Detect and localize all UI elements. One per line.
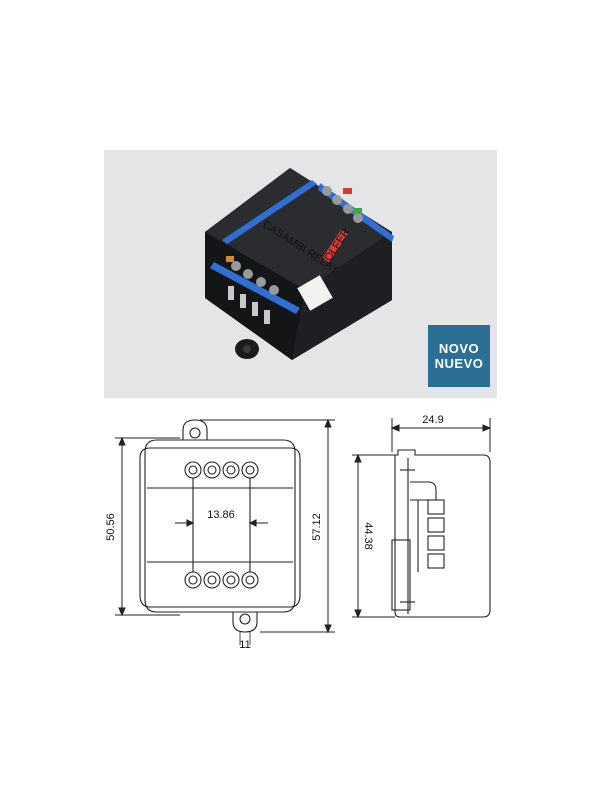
badge-line-1: NOVO — [438, 341, 480, 356]
side-view-drawing — [391, 449, 491, 618]
dim-hole-label: 11 — [239, 639, 250, 651]
dim-inner-width-label: 13.86 — [207, 509, 235, 521]
dim-side-height-label: 44.38 — [362, 522, 374, 550]
dim-hole — [239, 632, 251, 645]
dim-right-height-label: 57.12 — [311, 513, 323, 541]
dim-top-depth-label: 24.9 — [422, 414, 443, 426]
dim-side-height — [352, 453, 395, 619]
dim-left-height-label: 50.56 — [105, 513, 117, 541]
new-badge: NOVO NUEVO — [428, 325, 490, 387]
product-photo — [205, 168, 394, 360]
front-view-drawing — [139, 419, 301, 633]
dim-left-height — [115, 436, 180, 617]
badge-line-2: NUEVO — [434, 356, 484, 371]
dim-right-height — [200, 418, 335, 634]
dim-top-depth — [390, 418, 492, 452]
